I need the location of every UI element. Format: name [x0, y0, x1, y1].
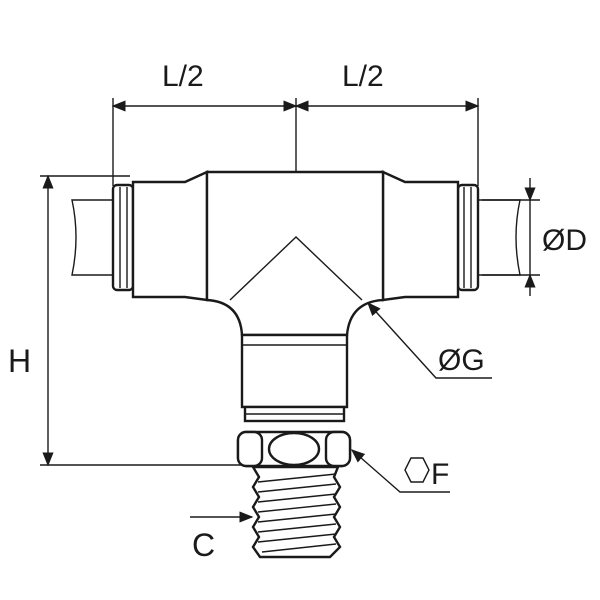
thread-label: C: [192, 527, 215, 563]
body-diameter-label: ØG: [438, 344, 485, 377]
length-right-label: L/2: [342, 60, 384, 93]
tube-diameter-dimension: ØD: [482, 178, 587, 296]
hex-label: F: [431, 458, 449, 491]
fitting-body: [111, 170, 480, 423]
height-dimension: H: [8, 174, 245, 467]
tube-diameter-label: ØD: [542, 224, 587, 257]
hexagon-icon: [404, 457, 430, 483]
length-left-label: L/2: [162, 60, 204, 93]
male-thread: [250, 465, 342, 559]
body-diameter-callout: ØG: [367, 301, 492, 379]
thread-callout: C: [190, 511, 254, 563]
length-dimension: L/2 L/2: [111, 60, 480, 186]
height-label: H: [8, 343, 31, 379]
tube-stubs: [71, 199, 521, 276]
hex-nut: [236, 430, 352, 468]
hex-callout: F: [350, 449, 450, 493]
